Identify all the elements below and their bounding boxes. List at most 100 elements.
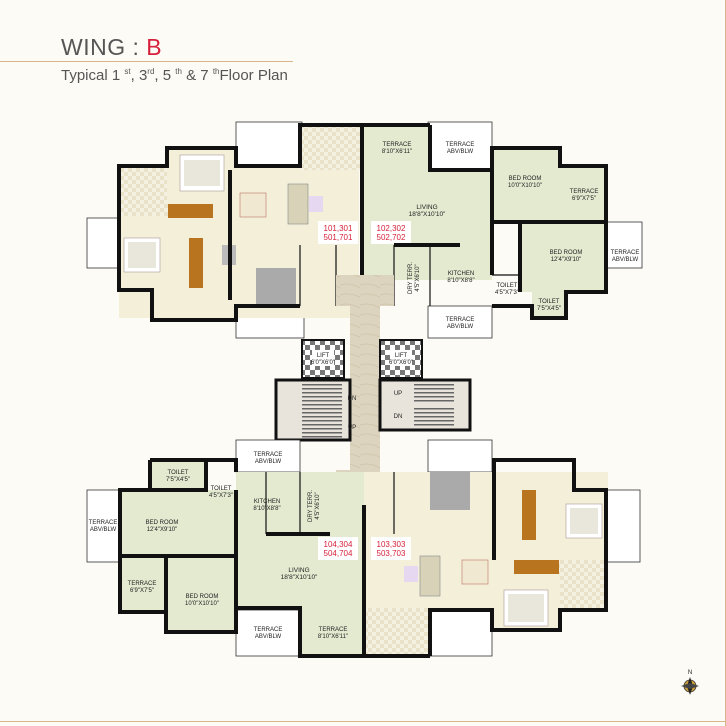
terrace-abv-left-label-2: ABV/BLW: [90, 527, 117, 533]
unit-box-bottom-right: [371, 537, 411, 560]
toilet-top-2-floor: [532, 292, 566, 318]
unit-label-bottom-right-1: 103,303: [377, 540, 406, 549]
dining-table: [239, 192, 267, 218]
top-right-external: [605, 221, 643, 269]
top-left-external: [86, 217, 120, 269]
dry-terr-bottom-label-1: DRY TERR.: [308, 490, 314, 522]
sup-rd: rd: [147, 67, 155, 76]
terrace-abv-left-label-1: TERRACE: [89, 520, 118, 526]
bedroom-top-right-floor: [492, 148, 560, 222]
bedroom2-bottom-left-label-2: 10'0"X10'10": [185, 601, 219, 607]
kitchen-bottom-label-1: KITCHEN: [254, 499, 280, 505]
subtitle-sep-5: , 5: [154, 67, 172, 84]
bottom-external-bay-right: [427, 609, 493, 657]
toilet-top-1-label-1: TOILET: [497, 283, 518, 289]
bedroom-bottom-left-label-2: 12'4"X9'10": [147, 527, 178, 533]
subtitle-sep-3: , 3: [130, 67, 148, 84]
lobby-floor: [336, 275, 394, 505]
wall-top-outer: [117, 123, 430, 218]
unit-label-top-right-2: 502,702: [377, 233, 406, 242]
bottom-half: 104,304 504,704 103,303 503,703 TERRACE …: [86, 439, 641, 658]
stair-dn-right: DN: [394, 414, 403, 420]
terrace-abv-top-label-2: ABV/BLW: [447, 149, 474, 155]
bed-sheet-top-left: [184, 160, 220, 186]
terrace-bl-small-floor: [120, 556, 166, 612]
living-top-label-1: LIVING: [416, 204, 437, 211]
stair-left-flight-2: [302, 412, 342, 438]
terrace-bottom-floor: [300, 608, 364, 656]
terrace-top-label-1: TERRACE: [383, 142, 412, 148]
core: LIFT 6'0"X6'0" LIFT 6'0"X6'0" DN UP UP D…: [274, 275, 472, 505]
wing-letter: B: [146, 34, 163, 60]
wing-prefix: WING :: [61, 34, 147, 60]
living-bottom-label-2: 18'8"X10'10": [281, 574, 318, 581]
bed-sheet-right: [570, 508, 598, 534]
toilet-top-1-label-2: 4'5"X7'3": [495, 290, 519, 296]
top-half: 101,301 501,701 102,302 502,702 TERRACE …: [86, 121, 643, 339]
bedroom2-bottom-left-floor: [166, 556, 236, 632]
wardrobe-bottom-right: [522, 490, 536, 540]
stair-right-flight-1: [414, 382, 454, 404]
lift-left-label-2: 6'0"X6'0": [311, 360, 335, 366]
stair-dn-left: DN: [348, 396, 357, 402]
terrace-bottom-label-2: 8'10"X6'11": [318, 634, 348, 640]
bottom-external-right-top: [427, 439, 493, 473]
stair-right-flight-2: [414, 406, 454, 428]
terrace-abv-right-label-2: ABV/BLW: [612, 257, 639, 263]
sofa: [287, 183, 309, 225]
unit-box-bottom-left: [318, 537, 358, 560]
toilet-bottom-1-label-2: 7'5"X4'5": [166, 477, 190, 483]
terrace-abv-mid-bottom-label-1: TERRACE: [254, 452, 283, 458]
top-left-balcony: [300, 125, 362, 170]
wardrobe-bottom: [514, 560, 559, 574]
terrace-tr-small-label-2: 6'9"X7'5": [572, 196, 596, 202]
kitchen-bottom-label-2: 8'10"X8'8": [253, 506, 280, 512]
floor-plan-subtitle: Typical 1 st, 3rd, 5 th & 7 thFloor Plan: [61, 67, 288, 84]
toilet-top-2-label-1: TOILET: [539, 299, 560, 305]
bottom-right-small-balcony: [558, 560, 606, 610]
bedroom-bottom-left-label-1: BED ROOM: [146, 520, 179, 526]
subtitle-typical: Typical 1: [61, 67, 121, 84]
top-left-small-balcony: [120, 166, 170, 216]
bedroom2-top-right-label-2: 12'4"X9'10": [551, 257, 582, 263]
toilet-bottom-2-label-1: TOILET: [211, 486, 232, 492]
lift-left-label-bg: [312, 350, 334, 366]
header-rule: [0, 61, 293, 62]
bedroom-top-right-label-1: BED ROOM: [509, 176, 542, 182]
toilet-top-2-label-2: 7'5"X4'5": [537, 306, 561, 312]
bottom-left-external: [86, 489, 120, 563]
wardrobe-top-left: [189, 238, 203, 288]
bedroom2-top-right-label-1: BED ROOM: [550, 250, 583, 256]
sup-th-7: th: [212, 67, 220, 76]
page-border-bottom: [0, 721, 726, 722]
terrace-bl-small-label-1: TERRACE: [128, 581, 157, 587]
living-bottom-label-1: LIVING: [288, 567, 309, 574]
terrace-bottom-label-1: TERRACE: [319, 627, 348, 633]
stair-up-right: UP: [394, 391, 402, 397]
terrace-abv-mid-bottom-label-2: ABV/BLW: [255, 459, 282, 465]
unit-label-top-left-2: 501,701: [324, 233, 353, 242]
unit-box-top-right: [371, 221, 411, 244]
terrace-bl-small-label-2: 6'9"X7'5": [130, 588, 154, 594]
bed-sheet-bottom-right: [508, 594, 544, 622]
terrace-tr-small-label-1: TERRACE: [570, 189, 599, 195]
terrace-abv-bottom-label-2: ABV/BLW: [255, 634, 282, 640]
lift-right-label-1: LIFT: [395, 353, 408, 359]
stair-up-left: UP: [348, 425, 356, 431]
unit-box-top-left: [318, 221, 358, 244]
terrace-abv-mid-top-label-2: ABV/BLW: [447, 324, 474, 330]
unit-label-bottom-left-2: 504,704: [324, 549, 353, 558]
bedroom-top-right-label-2: 10'0"X10'10": [508, 183, 542, 189]
bedroom-bottom-left-floor: [120, 490, 238, 556]
bedroom2-top-right-floor: [522, 222, 606, 292]
top-bottom-external-right: [427, 305, 493, 339]
dry-terr-top-label-1: DRY TERR.: [408, 262, 414, 294]
unit-label-bottom-right-2: 503,703: [377, 549, 406, 558]
living-top-label-2: 18'8"X10'10": [409, 211, 446, 218]
toilet-bottom-area: [150, 460, 206, 490]
kitchen-top-label-1: KITCHEN: [448, 271, 474, 277]
compass-icon: N: [681, 670, 699, 695]
wing-title: WING : B: [61, 34, 162, 61]
rug: [309, 196, 323, 212]
